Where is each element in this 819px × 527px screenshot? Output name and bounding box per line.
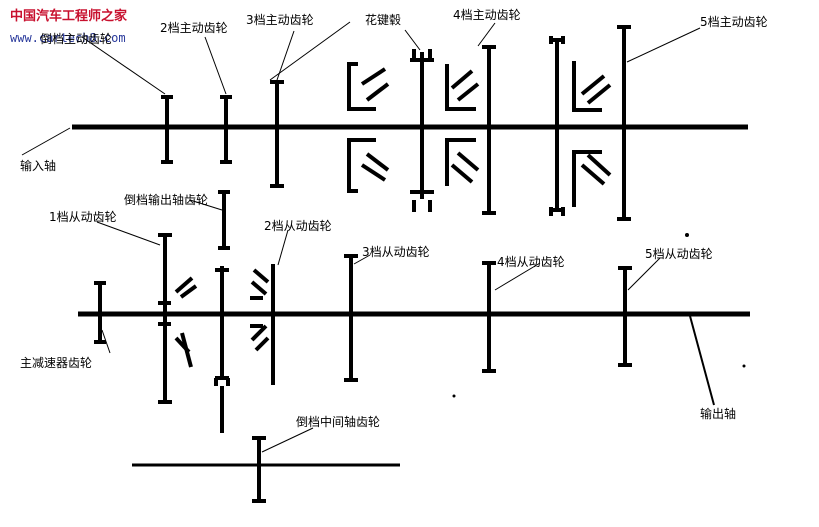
gear-4-drive [482, 45, 496, 215]
gear-2-driven [250, 264, 275, 385]
synchronizer-3-4 [347, 49, 480, 212]
label-gear-3-driven: 3档从动齿轮 [362, 245, 430, 259]
watermark-site-url: www.cartech8.com [10, 31, 126, 45]
reverse-idler-shaft [132, 436, 400, 503]
label-gear-1-driven: 1档从动齿轮 [49, 210, 117, 224]
gear-5-driven [618, 266, 632, 367]
gear-3-driven [344, 254, 358, 382]
label-gear-2-drive: 2档主动齿轮 [160, 21, 228, 35]
reverse-drive-gear [161, 95, 173, 164]
label-gear-4-drive: 4档主动齿轮 [453, 8, 521, 22]
label-reverse-idler-gear: 倒档中间轴齿轮 [296, 414, 380, 429]
label-gear-5-driven: 5档从动齿轮 [645, 247, 713, 261]
labels: 倒档主动齿轮 2档主动齿轮 3档主动齿轮 花键毂 4档主动齿轮 5档主动齿轮 输… [20, 8, 768, 429]
label-output-shaft: 输出轴 [700, 406, 736, 421]
gear-4-driven [482, 261, 496, 373]
synchronizer-5 [549, 36, 612, 216]
label-reverse-output-gear: 倒档输出轴齿轮 [124, 192, 208, 207]
stray-dots [452, 233, 746, 398]
reverse-output-gear [218, 190, 230, 433]
label-gear-4-driven: 4档从动齿轮 [497, 255, 565, 269]
final-drive-gear [94, 281, 106, 344]
label-gear-5-drive: 5档主动齿轮 [700, 15, 768, 29]
synchronizer-1-2 [214, 266, 230, 386]
gear-3-drive [270, 80, 284, 188]
gear-2-drive [220, 95, 232, 164]
gear-1-driven [158, 233, 198, 404]
label-input-shaft: 输入轴 [20, 158, 56, 173]
leader-lines [21, 21, 715, 453]
watermark: 中国汽车工程师之家 www.cartech8.com [10, 8, 128, 45]
gear-5-drive [617, 25, 631, 221]
watermark-site-name: 中国汽车工程师之家 [10, 8, 128, 24]
label-final-drive-gear: 主减速器齿轮 [20, 356, 92, 370]
label-gear-3-drive: 3档主动齿轮 [246, 13, 314, 27]
label-gear-2-driven: 2档从动齿轮 [264, 219, 332, 233]
label-spline-hub: 花键毂 [365, 12, 401, 27]
label-reverse-drive-gear: 倒档主动齿轮 [40, 32, 112, 46]
